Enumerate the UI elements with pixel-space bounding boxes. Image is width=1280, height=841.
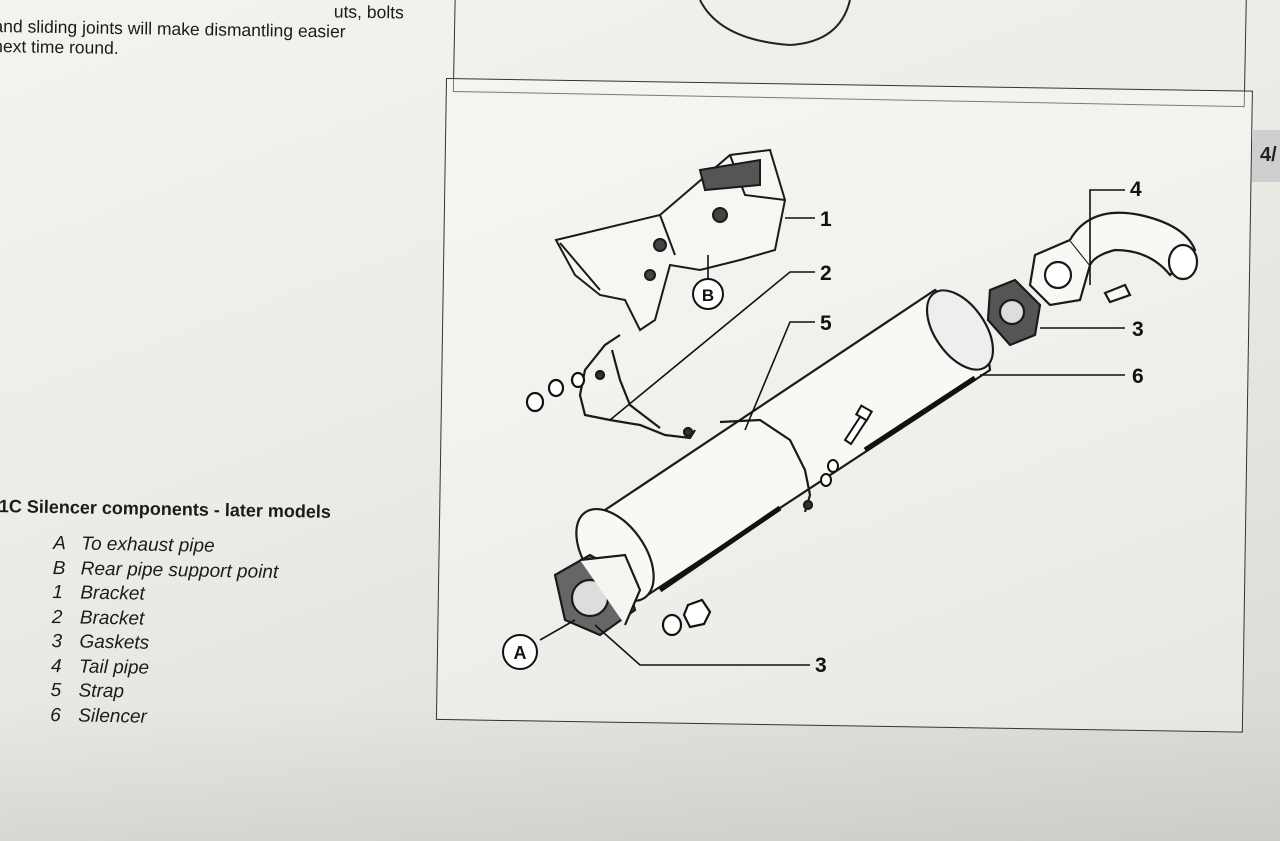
legend-label: Gaskets xyxy=(79,631,150,654)
callout-5: 5 xyxy=(820,312,832,335)
tail-pipe-4 xyxy=(1028,211,1199,307)
legend-key: A xyxy=(52,533,67,555)
leader-lines xyxy=(539,189,1125,666)
previous-figure-part xyxy=(699,0,851,47)
legend-key: 1 xyxy=(52,582,64,604)
marker-A: A xyxy=(502,634,538,670)
rear-gasket xyxy=(986,278,1042,347)
marker-A-label: A xyxy=(514,643,527,663)
callout-2: 2 xyxy=(820,262,832,285)
marker-B-label: B xyxy=(702,286,714,305)
chapter-tab-label: 4/ xyxy=(1260,144,1277,166)
callout-4: 4 xyxy=(1130,178,1142,201)
legend-label: Rear pipe support point xyxy=(80,558,279,583)
legend-label: Silencer xyxy=(77,705,148,728)
bracket-1 xyxy=(554,148,787,332)
legend-label: Strap xyxy=(78,680,125,703)
strap-5 xyxy=(719,418,814,513)
callout-6: 6 xyxy=(1132,365,1144,388)
washers-left xyxy=(525,371,586,413)
callout-3-rear: 3 xyxy=(1132,318,1144,341)
legend-label: Bracket xyxy=(79,607,145,630)
callout-1: 1 xyxy=(820,208,832,231)
legend-label: Tail pipe xyxy=(78,656,150,679)
bracket-2 xyxy=(578,334,696,440)
legend-key: 5 xyxy=(50,680,62,702)
legend-key: 2 xyxy=(51,606,63,628)
legend-key: B xyxy=(52,557,66,579)
marker-B: B xyxy=(692,278,724,310)
figure-legend: A To exhaust pipe B Rear pipe support poin… xyxy=(50,532,423,734)
page-shadow xyxy=(0,701,1280,841)
legend-key: 3 xyxy=(51,631,63,653)
figure-caption: .1C Silencer components - later models A… xyxy=(0,496,424,734)
strap-bolt xyxy=(820,404,874,487)
legend-label: Bracket xyxy=(80,582,145,605)
legend-label: To exhaust pipe xyxy=(80,533,215,557)
legend-key: 6 xyxy=(50,704,61,726)
nut-washer-front xyxy=(661,598,712,637)
chapter-tab: 4/ xyxy=(1252,130,1280,182)
legend-key: 4 xyxy=(50,655,62,677)
callout-3-front: 3 xyxy=(815,654,827,677)
front-flange xyxy=(553,553,642,637)
